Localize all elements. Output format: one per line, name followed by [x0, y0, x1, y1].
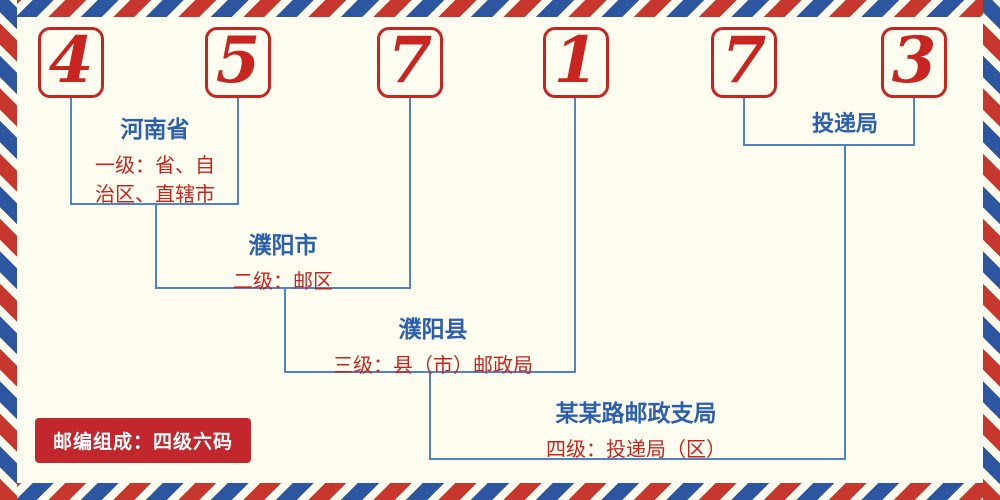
- delivery-office-label: 投递局: [811, 112, 878, 137]
- connector-level1-right: [237, 98, 239, 205]
- connector-delivery-bottom: [743, 144, 915, 146]
- connector-level4-bottom: [429, 458, 846, 460]
- level1-name: 河南省: [120, 117, 190, 143]
- postal-digit-6: 3: [891, 22, 937, 98]
- airmail-border-right: [983, 0, 1000, 500]
- connector-level2-bottom: [155, 287, 411, 289]
- connector-level1-bottom: [70, 203, 239, 205]
- postal-digit-2: 5: [215, 22, 261, 98]
- connector-level2-right: [409, 98, 411, 289]
- level3-name: 濮阳县: [398, 317, 468, 343]
- level2-desc: 二级：邮区: [233, 269, 333, 293]
- level4-desc: 四级：投递局（区）: [546, 437, 726, 461]
- digit-box-5: 7: [711, 27, 777, 98]
- composition-badge: 邮编组成：四级六码: [35, 418, 252, 463]
- connector-delivery-left: [743, 98, 745, 146]
- level1-province: 河南省 一级：省、自治区、直辖市: [85, 110, 225, 209]
- connector-delivery-right: [913, 98, 915, 146]
- digit-box-3: 7: [377, 27, 443, 98]
- airmail-border-left: [0, 0, 17, 500]
- postal-digit-4: 1: [553, 22, 599, 98]
- postal-digit-5: 7: [721, 22, 767, 98]
- level4-name: 某某路邮政支局: [555, 401, 717, 427]
- digit-box-4: 1: [543, 27, 609, 98]
- digit-box-1: 4: [38, 27, 104, 98]
- connector-level4-left: [429, 371, 431, 460]
- level2-name: 濮阳市: [248, 233, 318, 259]
- postal-digit-1: 4: [48, 22, 94, 98]
- digit-box-2: 5: [205, 27, 271, 98]
- connector-level1-left: [70, 98, 72, 205]
- connector-level3-left: [284, 287, 286, 373]
- airmail-border-top: [0, 0, 1000, 17]
- level3-county: 濮阳县 三级：县（市）邮政局: [293, 310, 573, 380]
- level4-delivery-office: 某某路邮政支局 四级：投递局（区）: [486, 394, 786, 464]
- connector-level4-right: [844, 144, 846, 460]
- connector-level3-right: [574, 98, 576, 373]
- digit-box-6: 3: [881, 27, 947, 98]
- connector-level2-left: [155, 203, 157, 289]
- airmail-border-bottom: [0, 483, 1000, 500]
- level1-desc: 一级：省、自治区、直辖市: [95, 153, 215, 206]
- level2-postal-zone: 濮阳市 二级：邮区: [173, 226, 393, 296]
- level3-desc: 三级：县（市）邮政局: [333, 353, 533, 377]
- postal-digit-3: 7: [387, 22, 433, 98]
